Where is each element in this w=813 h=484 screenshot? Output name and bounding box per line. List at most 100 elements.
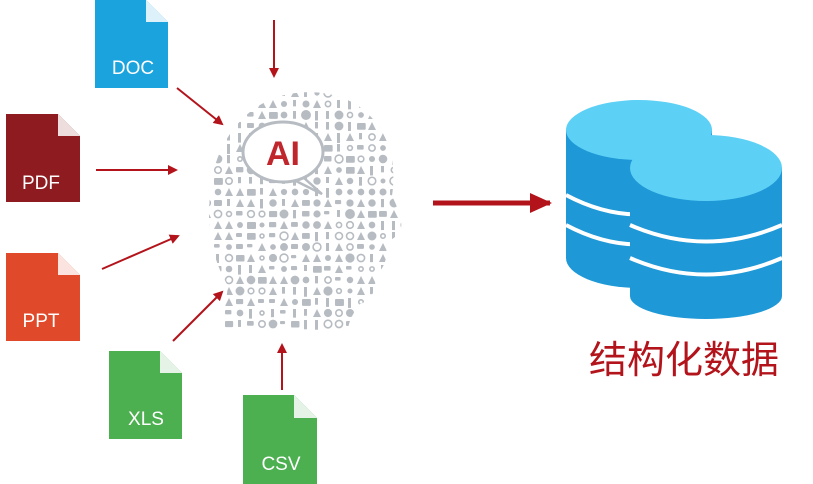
head-glyph-icon — [280, 321, 286, 325]
head-glyph-icon — [290, 275, 300, 285]
head-glyph-icon — [357, 188, 365, 196]
head-glyph-icon — [357, 145, 364, 150]
head-glyph-icon — [326, 188, 329, 198]
csv-file-icon: CSV — [243, 395, 317, 484]
head-glyph-icon — [380, 145, 386, 151]
head-glyph-icon — [269, 287, 277, 295]
head-glyph-icon — [258, 265, 266, 273]
head-glyph-icon — [390, 166, 398, 174]
head-glyph-icon — [216, 122, 219, 132]
head-glyph-icon — [379, 211, 387, 217]
head-glyph-icon — [214, 188, 222, 196]
head-glyph-icon — [208, 255, 211, 261]
head-glyph-icon — [291, 199, 299, 207]
head-glyph-icon — [379, 111, 387, 119]
head-glyph-icon — [379, 100, 387, 108]
head-glyph-icon — [358, 321, 364, 327]
head-glyph-icon — [357, 166, 365, 174]
head-glyph-icon — [401, 276, 402, 284]
head-glyph-icon — [345, 220, 355, 230]
head-glyph-icon — [238, 265, 241, 275]
head-glyph-icon — [282, 92, 285, 96]
ai-speech-bubble: AI — [241, 120, 325, 196]
head-glyph-icon — [402, 299, 407, 304]
head-glyph-icon — [345, 209, 355, 219]
head-glyph-icon — [368, 211, 377, 218]
head-glyph-icon — [368, 309, 376, 317]
head-glyph-icon — [326, 243, 329, 252]
head-glyph-icon — [335, 277, 341, 281]
head-glyph-icon — [304, 309, 307, 316]
head-glyph-icon — [358, 112, 364, 118]
head-glyph-icon — [389, 242, 399, 252]
head-glyph-icon — [280, 100, 288, 108]
head-glyph-icon — [323, 308, 333, 318]
head-glyph-icon — [280, 221, 288, 229]
head-glyph-icon — [260, 177, 263, 185]
head-glyph-icon — [291, 298, 299, 306]
csv-file-label: CSV — [261, 454, 300, 475]
head-glyph-icon — [203, 167, 209, 171]
head-glyph-icon — [390, 287, 398, 295]
head-glyph-icon — [247, 244, 253, 248]
head-glyph-icon — [368, 221, 376, 229]
head-glyph-icon — [225, 221, 233, 229]
doc-file-label: DOC — [112, 58, 154, 79]
head-glyph-icon — [269, 299, 276, 304]
head-glyph-icon — [345, 231, 355, 241]
head-glyph-icon — [236, 299, 244, 305]
head-glyph-icon — [359, 133, 362, 140]
head-glyph-icon — [269, 222, 277, 228]
head-glyph-icon — [302, 221, 310, 229]
head-glyph-icon — [337, 210, 340, 217]
head-glyph-icon — [280, 243, 288, 251]
head-glyph-icon — [304, 92, 307, 97]
head-glyph-icon — [249, 100, 252, 107]
head-glyph-icon — [345, 308, 355, 318]
head-glyph-icon — [357, 287, 365, 295]
head-glyph-icon — [368, 144, 376, 152]
head-glyph-icon — [381, 166, 384, 173]
head-glyph-icon — [313, 210, 321, 218]
head-glyph-icon — [224, 176, 234, 186]
head-glyph-icon — [225, 166, 233, 174]
head-glyph-icon — [302, 200, 310, 206]
head-glyph-icon — [249, 92, 252, 97]
head-glyph-icon — [291, 266, 298, 271]
head-glyph-icon — [323, 286, 333, 296]
head-glyph-icon — [269, 276, 277, 284]
head-glyph-icon — [356, 253, 366, 263]
head-glyph-icon — [379, 254, 387, 262]
head-glyph-icon — [370, 320, 373, 330]
head-glyph-icon — [260, 199, 263, 209]
head-glyph-icon — [208, 210, 211, 218]
head-glyph-icon — [312, 242, 322, 252]
head-glyph-icon — [214, 221, 222, 229]
head-glyph-icon — [359, 100, 362, 108]
head-glyph-icon — [380, 178, 386, 184]
head-glyph-icon — [225, 287, 233, 295]
head-glyph-icon — [260, 188, 263, 195]
head-glyph-icon — [346, 92, 354, 97]
head-glyph-icon — [326, 232, 329, 240]
head-glyph-icon — [335, 243, 343, 251]
head-glyph-icon — [304, 287, 307, 297]
head-glyph-icon — [258, 100, 266, 108]
head-glyph-icon — [214, 332, 223, 339]
head-glyph-icon — [227, 133, 230, 141]
head-glyph-icon — [368, 101, 374, 105]
head-glyph-icon — [367, 231, 377, 241]
head-glyph-icon — [403, 212, 407, 216]
head-glyph-icon — [225, 232, 233, 240]
head-glyph-icon — [392, 92, 395, 96]
head-glyph-icon — [392, 232, 395, 240]
head-glyph-icon — [205, 287, 208, 294]
head-glyph-icon — [301, 242, 311, 252]
head-glyph-icon — [208, 277, 210, 283]
head-glyph-icon — [280, 111, 288, 119]
head-glyph-icon — [390, 276, 398, 284]
head-glyph-icon — [379, 332, 387, 338]
head-glyph-icon — [270, 244, 276, 250]
head-glyph-icon — [401, 331, 410, 340]
head-glyph-icon — [213, 308, 223, 318]
